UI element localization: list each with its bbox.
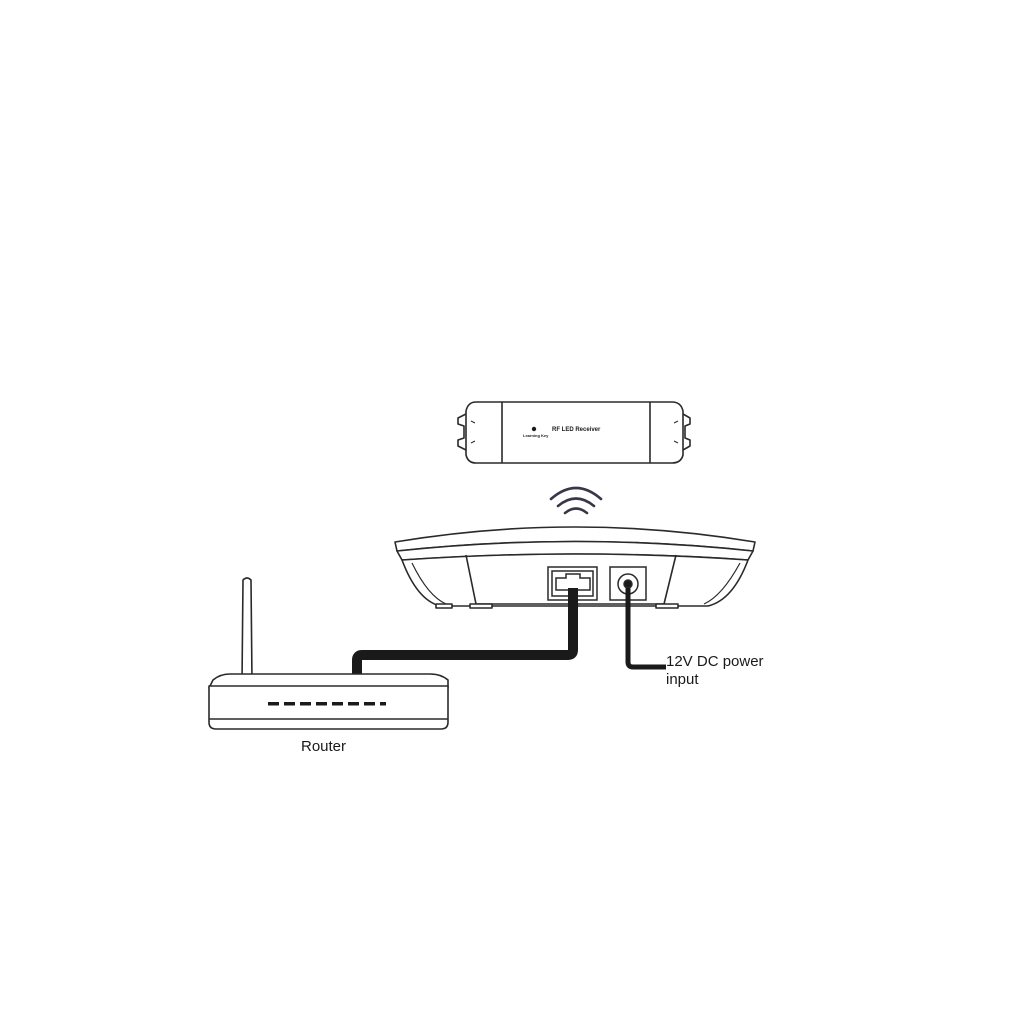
wifi-signal-icon	[549, 486, 603, 515]
router-antenna-icon	[241, 577, 253, 683]
receiver-title: RF LED Receiver	[552, 427, 601, 433]
router	[208, 577, 449, 730]
router-label: Router	[301, 738, 346, 755]
dc-power-cable	[625, 588, 666, 670]
rj45-port-icon	[547, 566, 598, 601]
power-label-line1: 12V DC power	[666, 653, 764, 670]
learning-key-dot	[531, 426, 537, 432]
router-led-indicators	[268, 702, 386, 706]
power-label-line2: input	[666, 671, 699, 688]
ethernet-cable	[352, 588, 578, 680]
learning-key-label: Learning Key	[523, 433, 549, 438]
rf-led-receiver: RF LED Receiver Learning Key	[457, 401, 691, 464]
